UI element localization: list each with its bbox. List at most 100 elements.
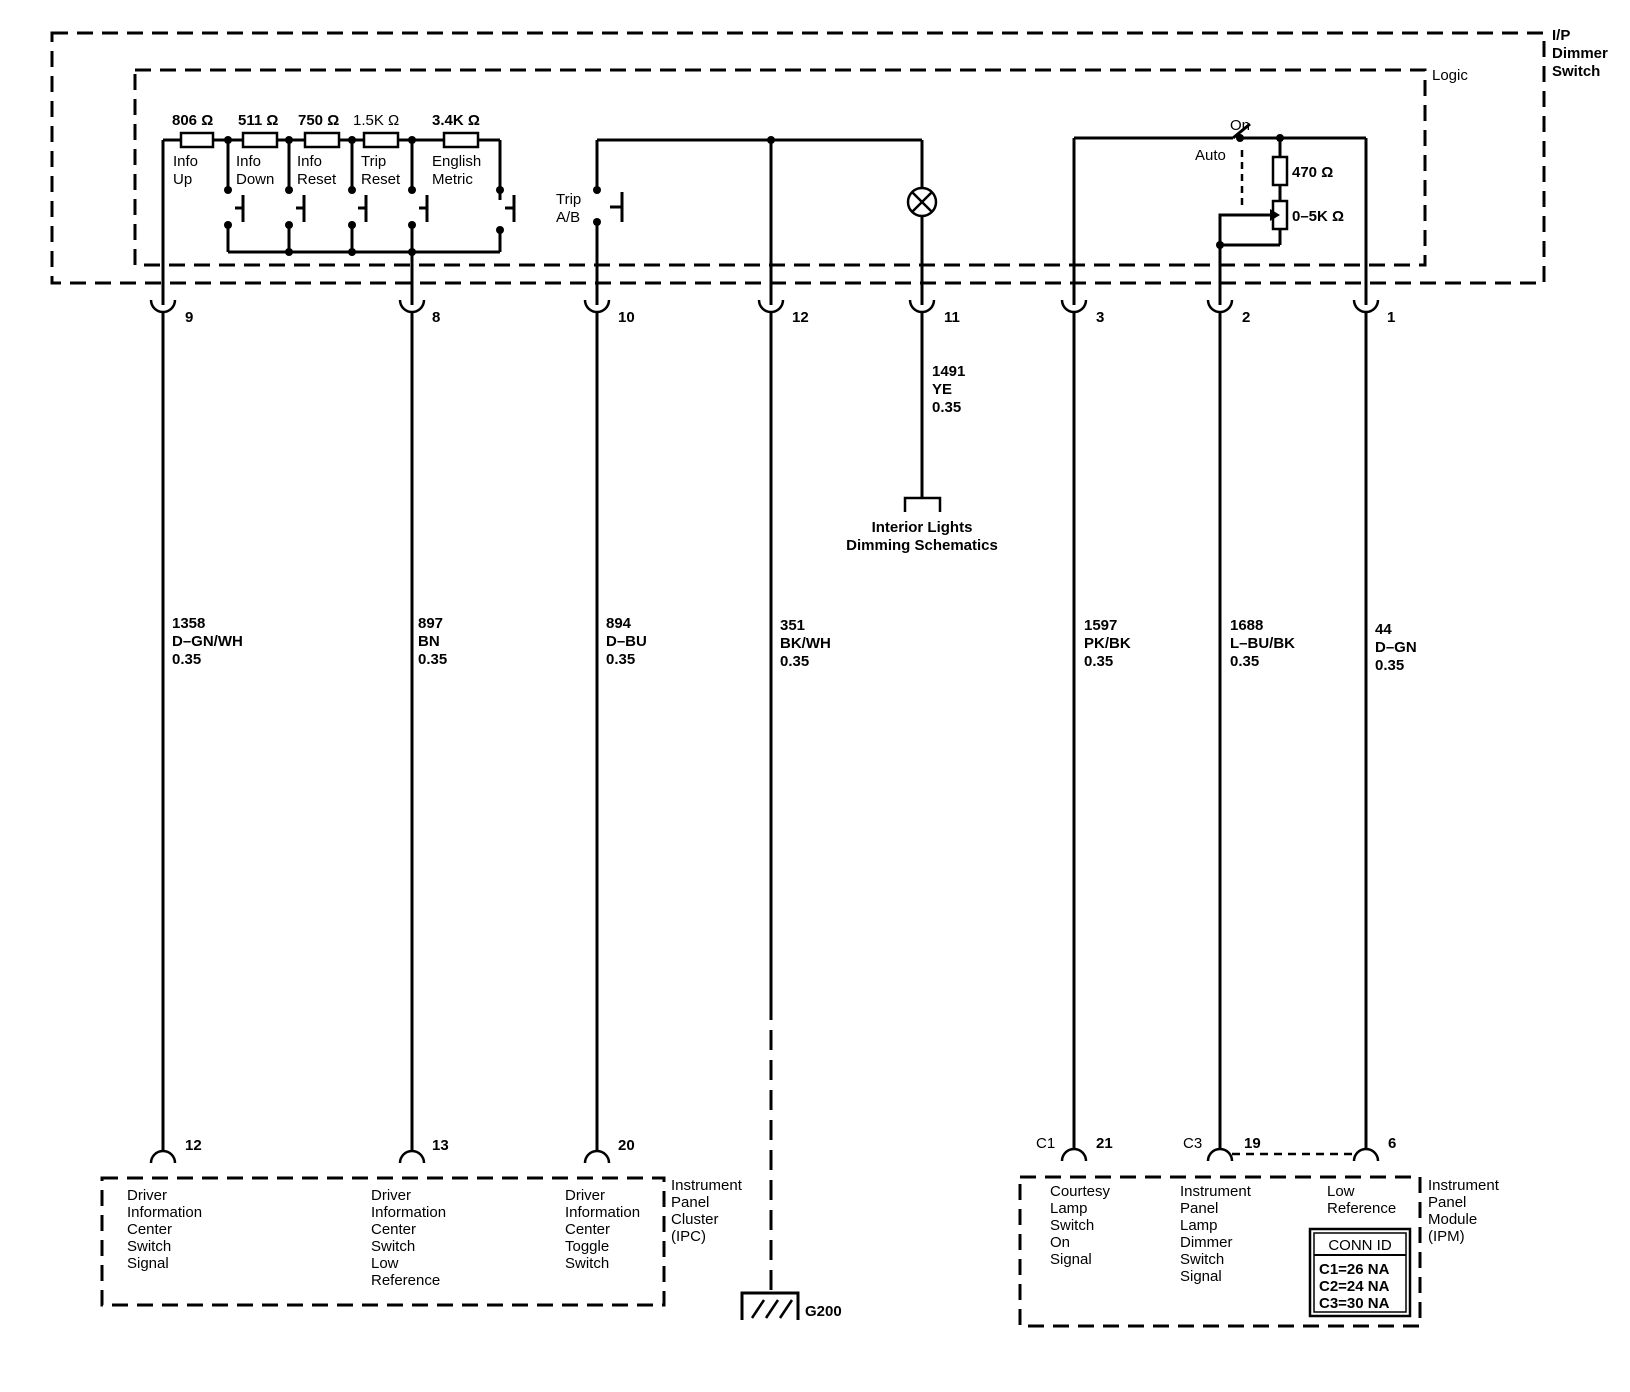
- component-label-2: Dimmer: [1552, 45, 1608, 62]
- svg-text:44: 44: [1375, 621, 1392, 638]
- resistor-value-1: 806 Ω: [172, 112, 213, 129]
- component-label-3: Switch: [1552, 63, 1600, 80]
- svg-text:On: On: [1050, 1234, 1070, 1251]
- ground-label: G200: [805, 1303, 842, 1320]
- wire-label-1491: 1491 YE 0.35: [932, 363, 965, 416]
- svg-text:BN: BN: [418, 633, 440, 650]
- svg-text:Center: Center: [371, 1221, 416, 1238]
- ipm-title: Instrument Panel Module (IPM): [1428, 1177, 1500, 1245]
- svg-text:L–BU/BK: L–BU/BK: [1230, 635, 1295, 652]
- pin-top-10: 10: [618, 309, 635, 326]
- svg-text:D–GN/WH: D–GN/WH: [172, 633, 243, 650]
- conn-label-c1: C1: [1036, 1135, 1055, 1152]
- svg-text:0.35: 0.35: [418, 651, 447, 668]
- resistor-value-5: 3.4K Ω: [432, 112, 480, 129]
- svg-text:Instrument: Instrument: [1180, 1183, 1252, 1200]
- dimmer-r-fixed: 470 Ω: [1292, 164, 1333, 181]
- svg-text:Center: Center: [127, 1221, 172, 1238]
- svg-text:Driver: Driver: [371, 1187, 411, 1204]
- wire-label-897: 897 BN 0.35: [418, 615, 447, 668]
- svg-text:Driver: Driver: [565, 1187, 605, 1204]
- lamp-icon: [906, 186, 938, 218]
- resistor-value-4: 1.5K Ω: [353, 112, 399, 129]
- interior-lights-label-1: Interior Lights: [872, 519, 973, 536]
- pin-bottom-12: 12: [185, 1137, 202, 1154]
- pin-top-9: 9: [185, 309, 193, 326]
- pin-bottom-21: 21: [1096, 1135, 1113, 1152]
- dimmer-on-label: On: [1230, 117, 1250, 134]
- svg-text:894: 894: [606, 615, 632, 632]
- svg-text:0.35: 0.35: [1084, 653, 1113, 670]
- svg-text:Driver: Driver: [127, 1187, 167, 1204]
- svg-text:897: 897: [418, 615, 443, 632]
- switch-info-down: [235, 195, 245, 222]
- svg-text:351: 351: [780, 617, 805, 634]
- ipm-outline: [1018, 1175, 1422, 1328]
- conn-label-c3: C3: [1183, 1135, 1202, 1152]
- svg-text:YE: YE: [932, 381, 952, 398]
- svg-text:Reference: Reference: [371, 1272, 440, 1289]
- switch-english-metric: [419, 195, 429, 222]
- resistor-3-4k: [442, 131, 480, 149]
- svg-text:0.35: 0.35: [1230, 653, 1259, 670]
- switch-end: [505, 195, 516, 222]
- conn-id-title: CONN ID: [1328, 1237, 1392, 1254]
- pin-top-8: 8: [432, 309, 440, 326]
- conn-id-table: [1308, 1227, 1412, 1318]
- switch-label-4a: Trip: [361, 153, 386, 170]
- svg-text:Instrument: Instrument: [671, 1177, 743, 1194]
- ipc-col2: Driver Information Center Switch Low Ref…: [371, 1187, 446, 1289]
- svg-text:1358: 1358: [172, 615, 205, 632]
- switch-label-1a: Info: [173, 153, 198, 170]
- conn-id-row-3: C3=30 NA: [1319, 1295, 1390, 1312]
- svg-text:1491: 1491: [932, 363, 965, 380]
- bottom-connector-pins: [149, 1147, 1380, 1164]
- switch-label-2a: Info: [236, 153, 261, 170]
- pin-top-2: 2: [1242, 309, 1250, 326]
- svg-text:Reference: Reference: [1327, 1200, 1396, 1217]
- wire-label-1358: 1358 D–GN/WH 0.35: [172, 615, 243, 668]
- svg-text:Switch: Switch: [127, 1238, 171, 1255]
- trip-ab-label-1: Trip: [556, 191, 581, 208]
- ip-dimmer-switch-outline: [50, 31, 1546, 285]
- svg-text:(IPC): (IPC): [671, 1228, 706, 1245]
- resistor-value-3: 750 Ω: [298, 112, 339, 129]
- svg-text:Toggle: Toggle: [565, 1238, 609, 1255]
- resistor-511: [241, 131, 279, 149]
- svg-text:Panel: Panel: [1180, 1200, 1218, 1217]
- conn-id-row-1: C1=26 NA: [1319, 1261, 1390, 1278]
- pin-bottom-6: 6: [1388, 1135, 1396, 1152]
- svg-text:Instrument: Instrument: [1428, 1177, 1500, 1194]
- svg-text:Information: Information: [565, 1204, 640, 1221]
- svg-text:Information: Information: [371, 1204, 446, 1221]
- svg-text:1597: 1597: [1084, 617, 1117, 634]
- switch-label-5b: Metric: [432, 171, 473, 188]
- switch-label-2b: Down: [236, 171, 274, 188]
- svg-text:Lamp: Lamp: [1050, 1200, 1088, 1217]
- svg-text:Switch: Switch: [1050, 1217, 1094, 1234]
- switch-label-5a: English: [432, 153, 481, 170]
- svg-text:D–BU: D–BU: [606, 633, 647, 650]
- switch-info-reset: [296, 195, 306, 222]
- logic-outline: [133, 68, 1427, 267]
- wire-label-44: 44 D–GN 0.35: [1375, 621, 1417, 674]
- resistor-value-2: 511 Ω: [238, 112, 278, 129]
- svg-text:Center: Center: [565, 1221, 610, 1238]
- ipc-col3: Driver Information Center Toggle Switch: [565, 1187, 640, 1272]
- ipm-col3: Low Reference: [1327, 1183, 1396, 1217]
- svg-text:0.35: 0.35: [1375, 657, 1404, 674]
- svg-text:Panel: Panel: [1428, 1194, 1466, 1211]
- pin-bottom-19: 19: [1244, 1135, 1261, 1152]
- svg-text:1688: 1688: [1230, 617, 1263, 634]
- svg-text:Signal: Signal: [1050, 1251, 1092, 1268]
- resistor-750: [303, 131, 341, 149]
- svg-text:0.35: 0.35: [606, 651, 635, 668]
- ground-icon: [740, 1291, 800, 1320]
- ipm-col2: Instrument Panel Lamp Dimmer Switch Sign…: [1180, 1183, 1252, 1285]
- svg-text:Signal: Signal: [1180, 1268, 1222, 1285]
- wire-label-351: 351 BK/WH 0.35: [780, 617, 831, 670]
- pin-bottom-13: 13: [432, 1137, 449, 1154]
- switch-trip-reset: [358, 195, 368, 222]
- svg-text:Module: Module: [1428, 1211, 1477, 1228]
